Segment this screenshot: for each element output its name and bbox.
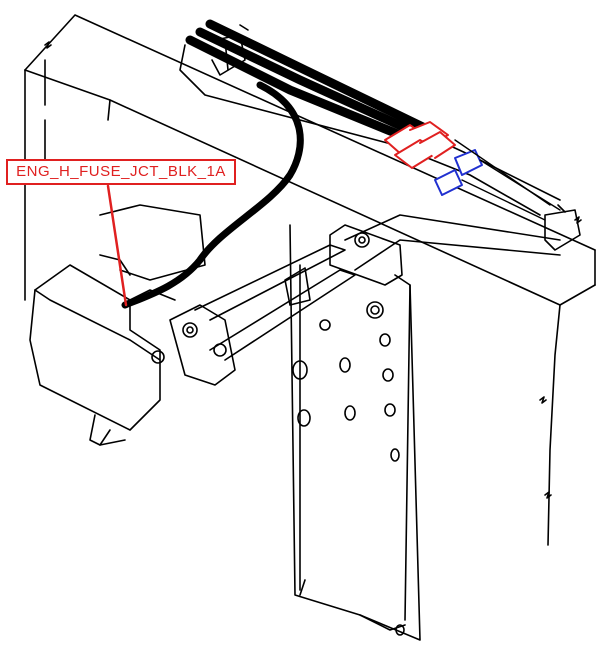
callout-label: ENG_H_FUSE_JCT_BLK_1A (6, 159, 236, 185)
terminal-wires (454, 139, 561, 221)
main-cables (185, 19, 430, 140)
mounting-bracket (289, 224, 421, 641)
blue-terminals (434, 149, 483, 196)
callout-leader (106, 184, 128, 307)
support-arm (194, 214, 561, 361)
harness-wire (121, 81, 304, 309)
fuse-junction-block (29, 204, 236, 446)
red-connectors (384, 121, 456, 169)
